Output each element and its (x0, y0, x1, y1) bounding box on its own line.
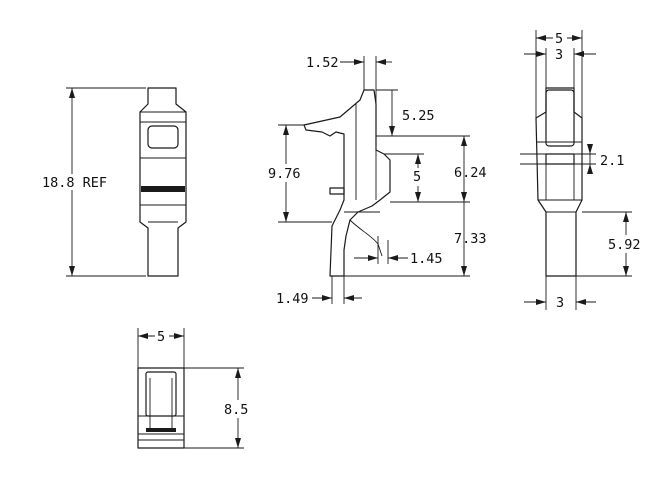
dim-slot-height: 5 (384, 153, 470, 203)
dim-top-height: 8.5 (184, 367, 254, 449)
front-view-outline (139, 87, 187, 277)
label-body-height: 9.76 (268, 166, 301, 182)
dim-tip-width: 1.52 (306, 55, 392, 104)
dim-body-height: 9.76 (266, 124, 332, 223)
dim-upper-height: 5.25 (376, 89, 470, 137)
label-slot-height: 5 (413, 169, 421, 185)
label-top-height: 8.5 (224, 402, 248, 418)
label-lower-height: 7.33 (454, 231, 487, 247)
label-foot-width: 1.49 (276, 291, 309, 307)
dim-tail-length: 5.92 (576, 211, 644, 277)
front-view: 18.8 REF (40, 87, 187, 277)
top-view: 5 8.5 (137, 328, 254, 449)
rear-view-outline (535, 87, 583, 277)
label-tip-width: 1.52 (306, 55, 339, 71)
label-window-height: 2.1 (600, 153, 624, 169)
dim-inner-width: 3 (524, 46, 596, 90)
front-view-band (141, 186, 185, 192)
label-contact-width: 1.45 (410, 251, 443, 267)
dim-contact-width: 1.45 (354, 236, 443, 267)
dim-window-height: 2.1 (520, 144, 624, 174)
label-upper-height: 5.25 (402, 108, 435, 124)
dim-slot-offset: 6.24 (454, 136, 487, 202)
label-slot-offset: 6.24 (454, 165, 487, 181)
label-outer-width: 5 (555, 31, 563, 47)
dim-outer-width: 5 (535, 30, 583, 118)
label-tail-width: 3 (556, 295, 564, 311)
label-tail-length: 5.92 (608, 237, 641, 253)
top-view-outline (137, 367, 185, 449)
dim-top-width: 5 (137, 328, 185, 368)
dim-lower-height: 7.33 (344, 202, 487, 277)
side-view-outline (303, 89, 391, 277)
dim-foot-width: 1.49 (276, 276, 362, 307)
dim-tail-width: 3 (524, 276, 596, 311)
label-overall-height: 18.8 REF (42, 175, 107, 191)
dim-overall-height: 18.8 REF (40, 87, 146, 277)
side-view: 1.52 5.25 9.76 5 (266, 55, 487, 307)
rear-view: 5 3 2.1 (520, 30, 644, 311)
label-inner-width: 3 (555, 47, 563, 63)
label-top-width: 5 (157, 329, 165, 345)
